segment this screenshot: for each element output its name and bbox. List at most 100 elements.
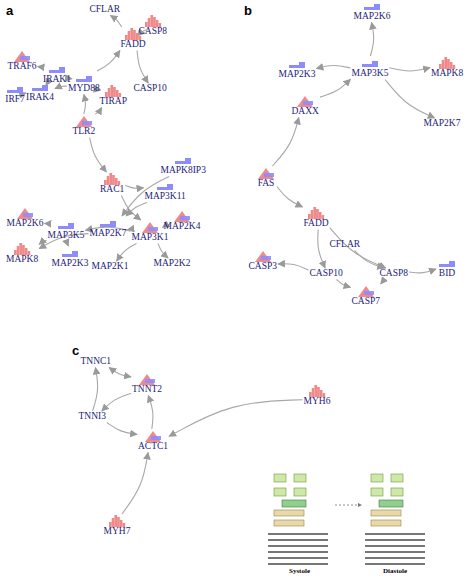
gene-node: MAP2K3 (279, 58, 316, 80)
gene-label: MAP3K5 (48, 231, 85, 241)
gene-node: CFLAR (330, 240, 361, 250)
gene-label: MYD88 (68, 84, 100, 94)
expression-glyph (155, 180, 175, 192)
glyph-peak (145, 431, 161, 442)
glyph-bar (113, 87, 116, 97)
gene-node: TLR2 (73, 115, 96, 137)
gene-node: MAP2K4 (164, 210, 201, 232)
gene-node: BID (437, 257, 457, 279)
glyph-bar (261, 256, 271, 260)
gene-node: TIRAP (100, 85, 127, 107)
glyph-bar (86, 76, 92, 79)
interaction-arrow (39, 240, 46, 244)
glyph-peak (255, 251, 271, 262)
gene-node: IRAK4 (26, 81, 54, 103)
gene-node: MAP3K11 (145, 180, 186, 202)
glyph-bar (374, 4, 380, 7)
gene-label: BID (437, 269, 457, 279)
glyph-peak (17, 208, 33, 219)
gene-label: MAP2K4 (164, 222, 201, 232)
sarcomere-illustration (268, 474, 425, 564)
gene-node: CASP3 (249, 250, 278, 272)
gene-label: ACTC1 (138, 442, 168, 452)
expression-glyph (98, 217, 118, 229)
glyph-bar (450, 62, 453, 69)
glyph-bar (49, 70, 65, 73)
interaction-arrow (93, 368, 98, 412)
glyph-bar (62, 254, 78, 257)
state-label: Systole (289, 567, 310, 575)
glyph-bar (110, 221, 116, 224)
interaction-arrow (95, 108, 101, 115)
gene-node: MAPK8IP3 (161, 154, 206, 176)
glyph-bar (447, 59, 450, 69)
glyph-bar (115, 178, 118, 185)
interaction-arrow (272, 118, 298, 167)
gene-node: TRAF6 (8, 50, 37, 72)
glyph-bar (133, 30, 136, 40)
diastole-panel (365, 474, 425, 564)
glyph-bar (72, 251, 78, 254)
glyph-bar (23, 213, 33, 217)
glyph-bar (372, 61, 378, 64)
glyph-peak (76, 116, 92, 127)
gene-node: CFLAR (90, 5, 121, 15)
gene-node: TNNI3 (79, 412, 106, 422)
interaction-arrow (370, 23, 373, 57)
interaction-arrow (97, 51, 120, 72)
interaction-arrow (277, 187, 303, 207)
glyph-bar (314, 385, 317, 397)
panel-letter: c (72, 343, 79, 358)
gene-node: MYH6 (304, 385, 331, 407)
gene-label: MAPK8 (431, 69, 463, 79)
expression-glyph (253, 250, 273, 262)
gene-label: RAC1 (100, 185, 124, 195)
gene-node: FAS (256, 167, 276, 189)
gene-node: MAP3K1 (132, 221, 169, 243)
glyph-peak (142, 222, 158, 233)
gene-label: FADD (121, 40, 146, 50)
gene-node: MAP2K1 (92, 262, 129, 272)
gene-node: MAP2K6 (354, 0, 391, 22)
glyph-bar (364, 291, 374, 295)
interaction-arrow (117, 244, 137, 262)
gene-node: TNNC1 (81, 357, 112, 367)
gene-node: MYH7 (104, 515, 131, 537)
gene-label: MAPK8IP3 (161, 166, 206, 176)
glyph-peak (258, 168, 274, 179)
gene-node: CASP8 (380, 269, 409, 279)
glyph-bar (289, 65, 305, 68)
gene-node: CASP10 (134, 84, 167, 94)
gene-node: MAP2K7 (90, 217, 127, 239)
interaction-arrow (110, 16, 121, 28)
glyph-bar (145, 379, 155, 383)
interaction-arrow (336, 280, 350, 288)
panel-letter: b (244, 3, 252, 18)
expression-glyph (30, 81, 50, 93)
gene-node: TNNT2 (132, 373, 162, 395)
interaction-arrow (409, 269, 436, 273)
glyph-bar (362, 64, 378, 67)
gene-label: TNNT2 (132, 385, 162, 395)
glyph-bar (7, 90, 23, 93)
expression-glyph (306, 207, 326, 219)
expression-glyph (356, 285, 376, 297)
glyph-bar (130, 28, 133, 40)
glyph-bar (32, 88, 48, 91)
transition-arrowhead (358, 503, 362, 507)
glyph-bar (114, 515, 117, 527)
glyph-bar (108, 88, 111, 97)
gene-node: MYD88 (68, 72, 100, 94)
glyph-bar (58, 226, 74, 229)
glyph-bar (128, 31, 131, 40)
gene-label: CASP3 (249, 262, 278, 272)
interaction-arrow (330, 228, 386, 268)
gene-label: DAXX (292, 107, 319, 117)
interaction-arrow (381, 280, 387, 285)
expression-glyph (437, 257, 457, 269)
gene-label: TIRAP (100, 97, 127, 107)
expression-glyph (107, 515, 127, 527)
gene-label: CFLAR (90, 5, 121, 15)
interaction-arrow (389, 68, 430, 71)
